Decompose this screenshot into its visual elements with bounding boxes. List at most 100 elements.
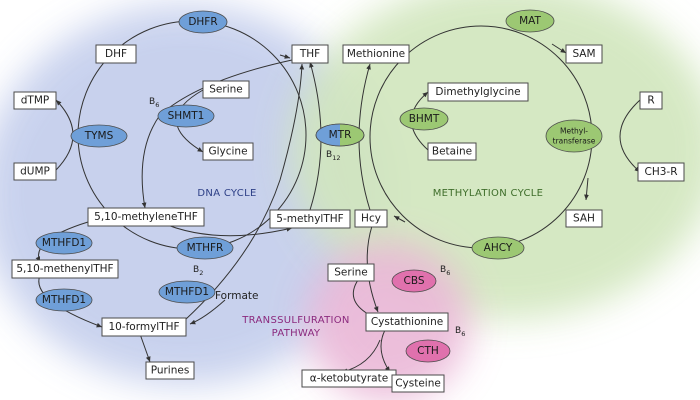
- mthfr-label: MTHFR: [187, 242, 224, 254]
- methylation-cycle-region: [290, 0, 700, 320]
- node-alpha-ketobutyrate: α-ketobutyrate: [301, 369, 397, 388]
- node-dimethylglycine: Dimethylglycine: [427, 82, 529, 102]
- enzyme-shmt1: SHMT1: [157, 104, 215, 128]
- dimethylglycine-label: Dimethylglycine: [435, 86, 520, 98]
- serine-to-cystathionine-arc: [352, 279, 369, 315]
- ahcy-arrow: [393, 215, 406, 223]
- thf-label: THF: [299, 48, 320, 60]
- formyl-thf-label: 10-formylTHF: [108, 321, 179, 333]
- methyltransferase-label-line2: transferase: [553, 137, 596, 146]
- enzyme-tyms: TYMS: [70, 124, 128, 148]
- node-sah: SAH: [565, 209, 603, 228]
- enzyme-mthfd1-middle: MTHFD1: [158, 280, 216, 304]
- mthfd1-lower-label: MTHFD1: [42, 294, 86, 306]
- shmt1-label: SHMT1: [168, 110, 205, 122]
- cth-label: CTH: [417, 345, 439, 357]
- node-serine-bottom: Serine: [327, 263, 375, 282]
- cystathionine-to-cysteine-arrow: [380, 329, 391, 373]
- r-label: R: [647, 95, 654, 107]
- ch3r-label: CH3-R: [645, 166, 678, 178]
- purines-label: Purines: [151, 365, 190, 377]
- methionine-label: Methionine: [347, 48, 405, 60]
- mat-label: MAT: [519, 15, 541, 27]
- enzyme-bhmt: BHMT: [399, 107, 449, 131]
- transsulfuration-label-line2: PATHWAY: [272, 328, 321, 339]
- cbs-label: CBS: [403, 275, 424, 287]
- node-formyl-thf: 10-formylTHF: [101, 317, 187, 337]
- dhfr-arrow: [279, 54, 291, 59]
- node-ch3r: CH3-R: [637, 162, 685, 182]
- node-cystathionine: Cystathionine: [365, 312, 449, 332]
- methyl-thf-label: 5-methylTHF: [276, 213, 343, 225]
- enzyme-cth: CTH: [405, 339, 451, 363]
- transsulfuration-label-line1: TRANSSULFURATION: [241, 315, 349, 326]
- node-methenyl-thf: 5,10-methenylTHF: [11, 259, 119, 279]
- node-methyl-thf: 5-methylTHF: [269, 209, 351, 229]
- cofactor-b6-cth: B6: [455, 326, 465, 338]
- methyltransferase-label-line1: Methyl-: [560, 127, 588, 136]
- dump-label: dUMP: [20, 166, 50, 178]
- dna-cycle-label: DNA CYCLE: [197, 188, 256, 199]
- methylation-cycle-label: METHYLATION CYCLE: [433, 188, 543, 199]
- cycle-labels: DNA CYCLE METHYLATION CYCLE TRANSSULFURA…: [197, 188, 543, 339]
- node-methionine: Methionine: [342, 44, 410, 64]
- enzyme-ahcy: AHCY: [471, 236, 525, 260]
- mthfd1-middle-label: MTHFD1: [165, 286, 209, 298]
- node-dhf: DHF: [95, 44, 137, 64]
- enzyme-mtr: MTR: [315, 123, 365, 147]
- node-glycine: Glycine: [202, 142, 254, 161]
- cofactor-b2-mthfr: B2: [193, 265, 203, 277]
- cofactor-b12-mtr: B12: [326, 150, 340, 162]
- node-purines: Purines: [145, 361, 195, 380]
- sah-label: SAH: [573, 213, 595, 225]
- cystathionine-label: Cystathionine: [371, 316, 443, 328]
- ahcy-label: AHCY: [484, 242, 513, 254]
- cysteine-label: Cysteine: [395, 378, 441, 390]
- glycine-label: Glycine: [208, 146, 247, 158]
- formate-to-formyl-arrow: [189, 299, 226, 325]
- tyms-label: TYMS: [84, 130, 114, 142]
- enzyme-mthfr: MTHFR: [176, 236, 234, 260]
- hcy-label: Hcy: [361, 213, 381, 225]
- sam-label: SAM: [572, 48, 595, 60]
- dhf-label: DHF: [105, 48, 127, 60]
- enzymes: DHFR TYMS SHMT1 MTHFD1 MTHFD1 MTHFR MTHF…: [35, 9, 603, 363]
- methenyl-thf-label: 5,10-methenylTHF: [16, 263, 113, 275]
- formyl-to-thf-arrow: [184, 63, 305, 321]
- cofactor-b6-cbs: B6: [440, 265, 450, 277]
- betaine-label: Betaine: [432, 146, 472, 158]
- formate-label: Formate: [215, 290, 258, 302]
- methylene-thf-label: 5,10-methyleneTHF: [94, 211, 198, 223]
- bhmt-label: BHMT: [409, 113, 440, 125]
- enzyme-methyltransferase: Methyl- transferase: [545, 119, 603, 153]
- mtr-label: MTR: [329, 129, 352, 141]
- formyl-to-purines-arrow: [139, 333, 151, 363]
- node-cysteine: Cysteine: [391, 374, 445, 393]
- dtmp-label: dTMP: [21, 95, 49, 107]
- serine-bottom-label: Serine: [334, 267, 367, 279]
- serine-top-label: Serine: [209, 84, 242, 96]
- alpha-ketobutyrate-label: α-ketobutyrate: [310, 373, 388, 385]
- node-serine-top: Serine: [202, 80, 250, 99]
- node-thf: THF: [291, 44, 329, 64]
- metabolites: DHF THF dTMP dUMP Serine Glycine 5,10-me…: [11, 44, 685, 393]
- methyltransferase-arc: [619, 99, 641, 173]
- node-hcy: Hcy: [354, 209, 388, 228]
- node-dtmp: dTMP: [13, 91, 57, 110]
- cofactors: B6 B12 B2 B6 B6: [149, 97, 465, 338]
- node-betaine: Betaine: [427, 142, 477, 161]
- enzyme-mthfd1-upper: MTHFD1: [35, 231, 93, 255]
- enzyme-mthfd1-lower: MTHFD1: [35, 288, 93, 312]
- mthfr-arc: [159, 221, 293, 237]
- enzyme-dhfr: DHFR: [178, 10, 228, 34]
- node-sam: SAM: [565, 44, 603, 64]
- mat-arrow: [551, 43, 567, 54]
- dhfr-label: DHFR: [188, 16, 217, 28]
- node-dump: dUMP: [13, 162, 57, 181]
- node-r: R: [639, 91, 663, 110]
- node-methylene-thf: 5,10-methyleneTHF: [87, 207, 205, 227]
- cofactor-b6-shmt1: B6: [149, 97, 159, 109]
- sam-to-sah-arrow: [584, 177, 589, 201]
